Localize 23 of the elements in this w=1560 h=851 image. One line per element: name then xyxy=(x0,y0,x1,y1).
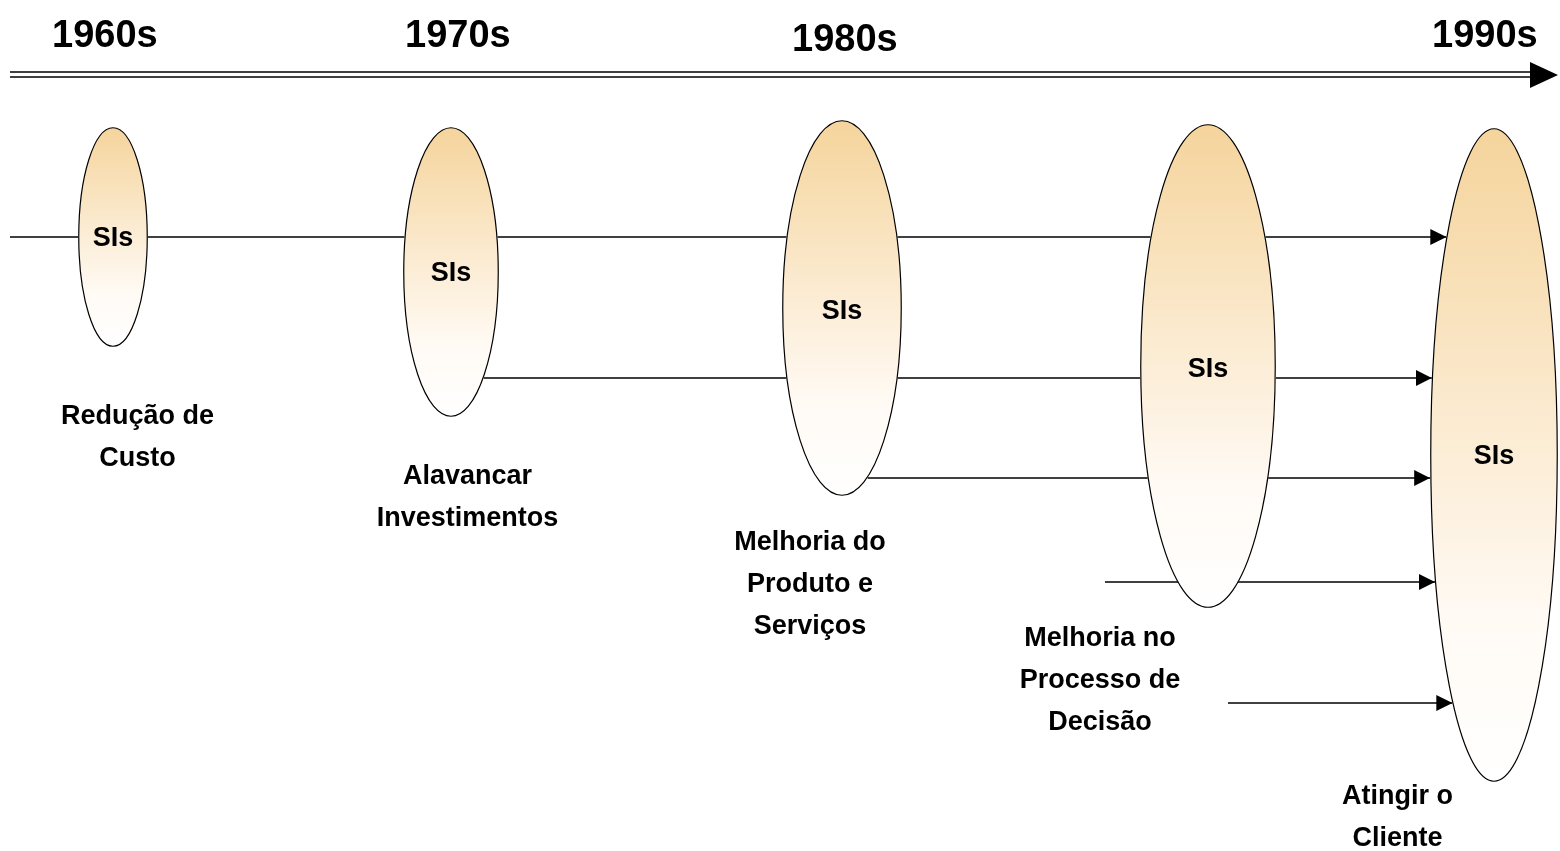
caption-text: Atingir o Cliente xyxy=(1341,779,1454,851)
node-label: SIs xyxy=(1472,440,1516,470)
decade-label: 1990s xyxy=(1432,12,1538,56)
arrow xyxy=(1227,695,1453,711)
ellipse-node xyxy=(403,127,499,417)
decade-label: 1960s xyxy=(52,12,158,56)
decade-label: 1980s xyxy=(792,16,898,60)
caption-text: Melhoria do Produto e Serviços xyxy=(733,525,887,642)
ellipse-node xyxy=(78,127,148,347)
node-label: SIs xyxy=(820,295,864,325)
ellipse-node xyxy=(1430,128,1558,782)
arrow xyxy=(1275,370,1433,386)
caption-text: Melhoria no Processo de Decisão xyxy=(1018,621,1182,738)
ellipse-node xyxy=(782,120,902,496)
ellipse-node xyxy=(1140,124,1276,608)
node-label: SIs xyxy=(1186,353,1230,383)
node-label: SIs xyxy=(91,222,135,252)
node-label: SIs xyxy=(429,257,473,287)
caption-text: Redução de Custo xyxy=(59,399,215,474)
decade-label: 1970s xyxy=(405,12,511,56)
caption-text: Alavancar Investimentos xyxy=(375,459,560,534)
arrow xyxy=(1264,229,1447,245)
arrow xyxy=(1267,470,1431,486)
